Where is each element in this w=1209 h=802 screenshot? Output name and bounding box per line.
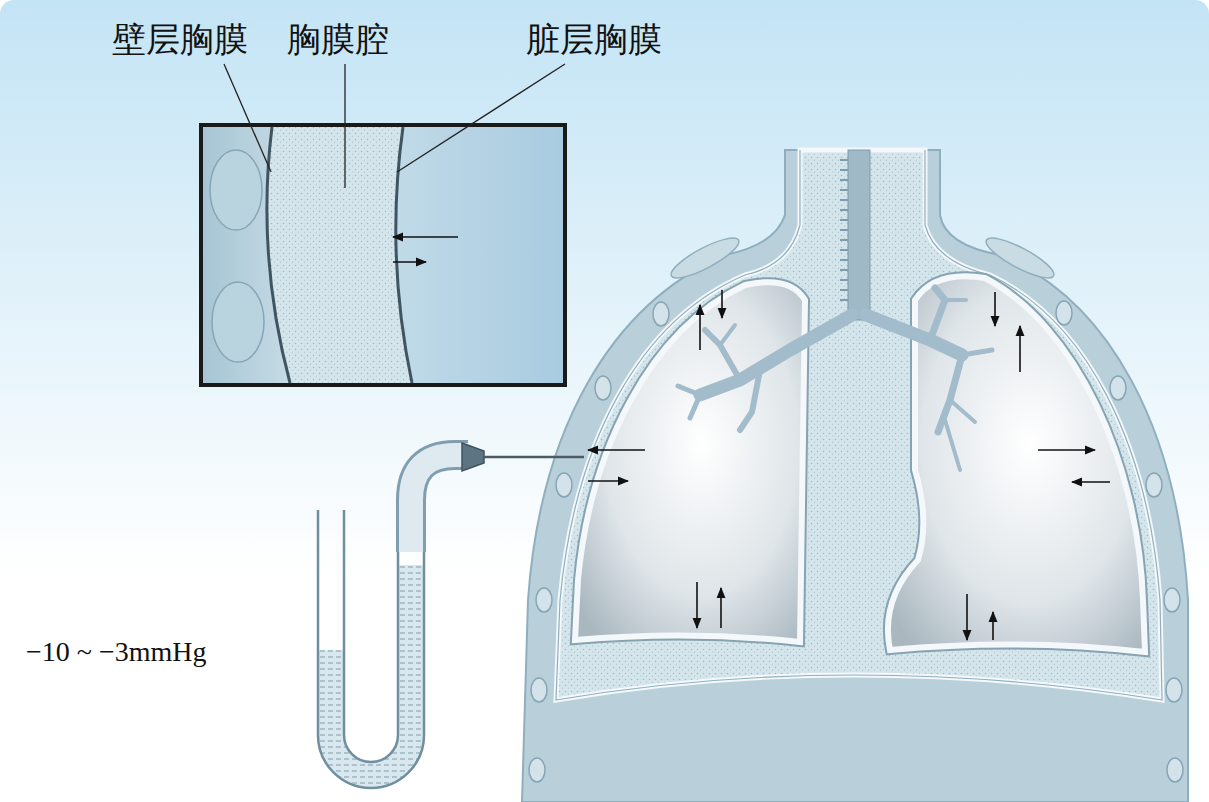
part-label: 胸膜腔 — [287, 20, 389, 59]
part-label: 壁层胸膜 — [112, 20, 248, 59]
part-label: 脏层胸膜 — [526, 20, 662, 59]
part-label: −10 ~ −3mmHg — [26, 636, 207, 668]
